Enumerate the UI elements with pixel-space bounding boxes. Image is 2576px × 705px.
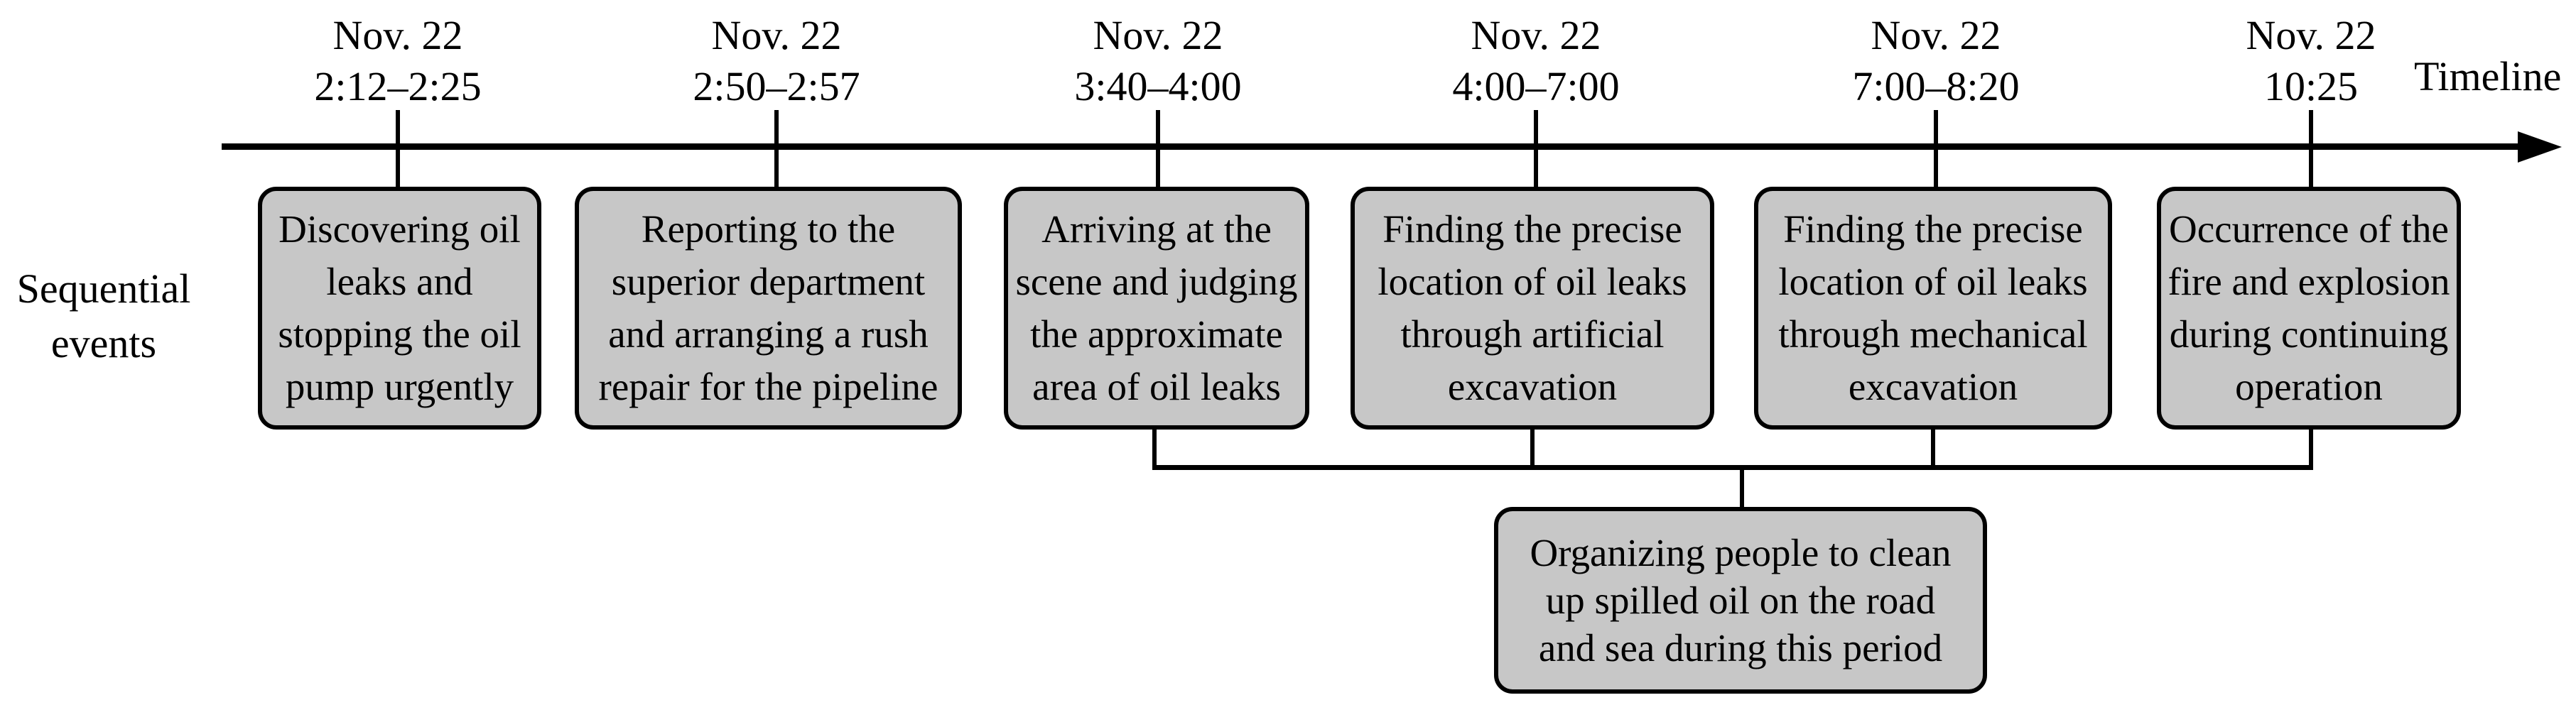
timeline-axis-line [222, 143, 2521, 150]
connector-line-box4 [1530, 426, 1535, 469]
summary-event-box: Organizing people to clean up spilled oi… [1494, 507, 1987, 694]
event-box-4: Finding the precise location of oil leak… [1351, 187, 1714, 430]
event-box-3: Arriving at the scene and judging the ap… [1004, 187, 1309, 430]
event-box-6: Occurrence of the fire and explosion dur… [2157, 187, 2461, 430]
timeline-arrowhead-icon [2518, 131, 2562, 163]
event-box-1: Discovering oil leaks and stopping the o… [258, 187, 541, 430]
tick-mark-3 [1156, 110, 1160, 188]
event-box-5: Finding the precise location of oil leak… [1754, 187, 2112, 430]
event-box-2: Reporting to the superior department and… [575, 187, 962, 430]
tick-mark-5 [1934, 110, 1938, 188]
bracket-line [1152, 465, 2313, 470]
connector-line-summary [1740, 467, 1744, 510]
time-label-2: Nov. 22 2:50–2:57 [693, 12, 860, 109]
tick-mark-1 [396, 110, 400, 188]
time-label-6: Nov. 22 10:25 [2246, 12, 2376, 109]
time-label-1: Nov. 22 2:12–2:25 [314, 12, 482, 109]
connector-line-box6 [2309, 426, 2313, 469]
connector-line-box3 [1152, 426, 1157, 469]
sequential-events-label: Sequential events [16, 266, 191, 366]
tick-mark-4 [1534, 110, 1538, 188]
tick-mark-2 [774, 110, 779, 188]
time-label-4: Nov. 22 4:00–7:00 [1452, 12, 1620, 109]
tick-mark-6 [2309, 110, 2313, 188]
timeline-title: Timeline [2414, 53, 2562, 99]
connector-line-box5 [1931, 426, 1935, 469]
time-label-3: Nov. 22 3:40–4:00 [1074, 12, 1242, 109]
time-label-5: Nov. 22 7:00–8:20 [1852, 12, 2020, 109]
